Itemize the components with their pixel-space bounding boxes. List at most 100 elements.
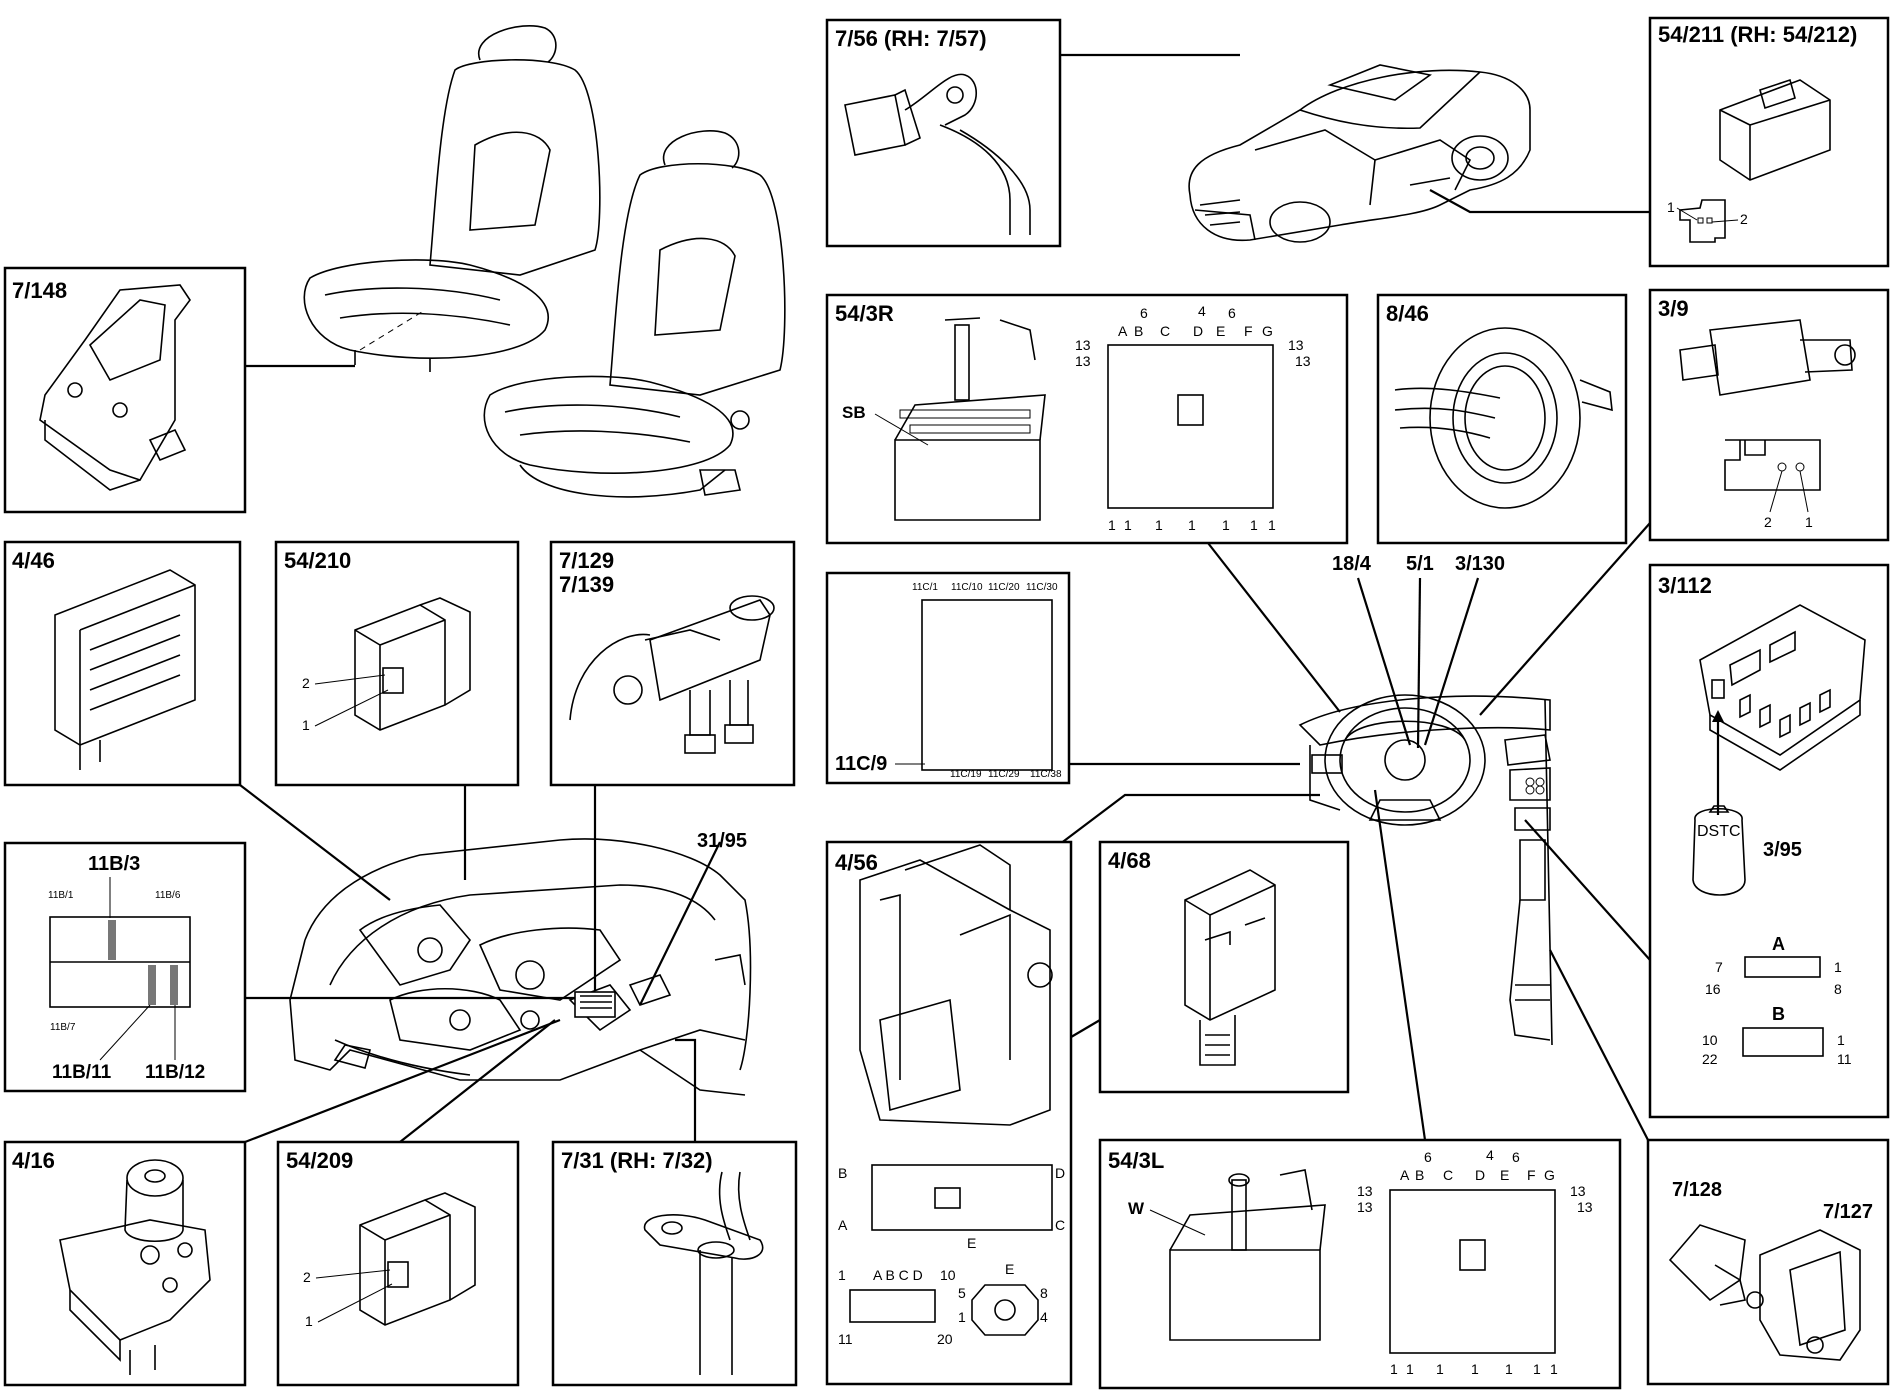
panel-title: 3/9 [1658, 296, 1689, 321]
pin-label: B [838, 1165, 847, 1181]
pin-label: 1 [1222, 517, 1230, 533]
pin-label: D [1475, 1167, 1485, 1183]
panel-title: 54/209 [286, 1148, 353, 1173]
panel-title: 7/31 (RH: 7/32) [561, 1148, 713, 1173]
fuse-label: 11B/1 [48, 890, 74, 901]
panel-7-31: 7/31 (RH: 7/32) [551, 1140, 798, 1387]
panel-8-46: 8/46 [1376, 293, 1628, 545]
callout-11b-11: 11B/11 [52, 1062, 112, 1083]
panel-4-68: 4/68 [1098, 840, 1350, 1094]
panel-title-2: 7/127 [1823, 1201, 1873, 1223]
callout-31-95: 31/95 [697, 830, 747, 852]
car-illustration [1188, 64, 1531, 243]
fuse-label: 11C/1 [912, 582, 938, 593]
fuse-grid-rows [899, 409, 1031, 434]
pin-label: A B C D [873, 1267, 923, 1283]
pin-label: 2 [1740, 211, 1748, 227]
pin-label: G [1544, 1167, 1555, 1183]
pin-label: 13 [1357, 1183, 1373, 1199]
pin-label: 2 [303, 1269, 311, 1285]
panel-4-46: 4/46 [3, 540, 242, 787]
panel-title: 54/3R [835, 301, 894, 326]
pin-label: 1 [1155, 517, 1163, 533]
pin-label: 1 [1805, 514, 1813, 530]
pin-label: D [1193, 323, 1203, 339]
pin-label: 20 [937, 1331, 953, 1347]
dashboard-illustration [1298, 694, 1553, 1046]
pin-label: 1 [1250, 517, 1258, 533]
panel-54-3l: 54/3L W A B C D E F G 6 4 6 13 13 13 13 … [1098, 1138, 1622, 1390]
panel-54-3r: 54/3R SB A B C D E F G 6 4 6 13 13 13 13… [825, 293, 1349, 545]
fuse-label: 11C/19 [950, 769, 982, 780]
pin-label: 1 [958, 1309, 966, 1325]
pin-label: 11 [1837, 1051, 1852, 1067]
pin-label: 1 [838, 1267, 846, 1283]
pin-label: 1 [1406, 1361, 1414, 1377]
pin-label: 6 [1424, 1149, 1432, 1165]
panel-title: 7/148 [12, 278, 67, 303]
callout-3-95: 3/95 [1763, 839, 1802, 861]
pin-label: 11 [838, 1331, 853, 1347]
panel-title: 54/211 (RH: 54/212) [1658, 22, 1857, 47]
connector-face-top [871, 1164, 1053, 1231]
pin-label: D [1055, 1165, 1065, 1181]
panel-7-129: 7/129 7/139 [549, 540, 796, 787]
pin-label: 1 [1533, 1361, 1541, 1377]
pin-label: E [1500, 1167, 1509, 1183]
leader-lines [239, 53, 1651, 1144]
pin-label: 8 [1040, 1285, 1048, 1301]
callout-3-130: 3/130 [1455, 553, 1505, 575]
pin-label: F [1527, 1167, 1536, 1183]
pin-label: 1 [1108, 517, 1116, 533]
pin-label: A [838, 1217, 848, 1233]
panel-54-210: 54/210 2 1 [274, 540, 520, 787]
fuse-label: 11C/29 [988, 769, 1020, 780]
fuse-label: 11C/20 [988, 582, 1020, 593]
pin-label: 1 [1390, 1361, 1398, 1377]
pin-label: 10 [1702, 1032, 1718, 1048]
pin-label: 6 [1228, 305, 1236, 321]
key-label: DSTC [1697, 823, 1741, 840]
pin-label: C [1055, 1217, 1065, 1233]
pin-label: 1 [1471, 1361, 1479, 1377]
panel-7-128: 7/128 7/127 [1646, 1138, 1890, 1386]
pin-label: 7 [1715, 959, 1723, 975]
pin-label: 6 [1140, 305, 1148, 321]
pin-label: 13 [1075, 353, 1091, 369]
pin-label: E [967, 1235, 976, 1251]
pin-label: 13 [1075, 337, 1091, 353]
pin-label: 6 [1512, 1149, 1520, 1165]
panel-title: 3/112 [1658, 573, 1712, 598]
panel-3-112: 3/112 DSTC 3/95 A 7 16 1 8 B 10 22 1 11 [1648, 563, 1890, 1119]
pin-label: A [1400, 1167, 1410, 1183]
pin-label: 8 [1834, 981, 1842, 997]
panel-title: 54/210 [284, 548, 351, 573]
panel-11c-9: 11C/1 11C/10 11C/20 11C/30 11C/19 11C/29… [825, 571, 1071, 785]
panel-4-16: 4/16 [3, 1140, 247, 1387]
pin-label: 1 [1268, 517, 1276, 533]
pin-label: 10 [940, 1267, 956, 1283]
pin-label: 13 [1570, 1183, 1586, 1199]
panel-title: 4/46 [12, 548, 55, 573]
pin-label: 1 [1436, 1361, 1444, 1377]
connector-pin-face [1389, 1189, 1556, 1354]
pin-label: C [1443, 1167, 1453, 1183]
panel-4-56: 4/56 B D A C E 1 A B C D 10 11 20 E 5 8 … [825, 840, 1073, 1386]
panel-title: 4/56 [835, 850, 878, 875]
fuse-label: 11B/7 [50, 1022, 76, 1033]
pin-label: 5 [958, 1285, 966, 1301]
floating-callouts: 18/4 5/1 3/130 31/95 [697, 553, 1505, 852]
pin-label: 1 [1124, 517, 1132, 533]
pin-label: 16 [1705, 981, 1721, 997]
fuse-block [921, 599, 1053, 771]
pin-label: A [1118, 323, 1128, 339]
panel-title-2: 7/139 [559, 572, 614, 597]
pin-label: 4 [1198, 303, 1206, 319]
pin-label: 13 [1288, 337, 1304, 353]
pin-label: 1 [1188, 517, 1196, 533]
pin-label: 1 [1550, 1361, 1558, 1377]
callout-11b-12: 11B/12 [145, 1062, 205, 1083]
pin-label: 1 [1505, 1361, 1513, 1377]
pin-label: 13 [1295, 353, 1311, 369]
